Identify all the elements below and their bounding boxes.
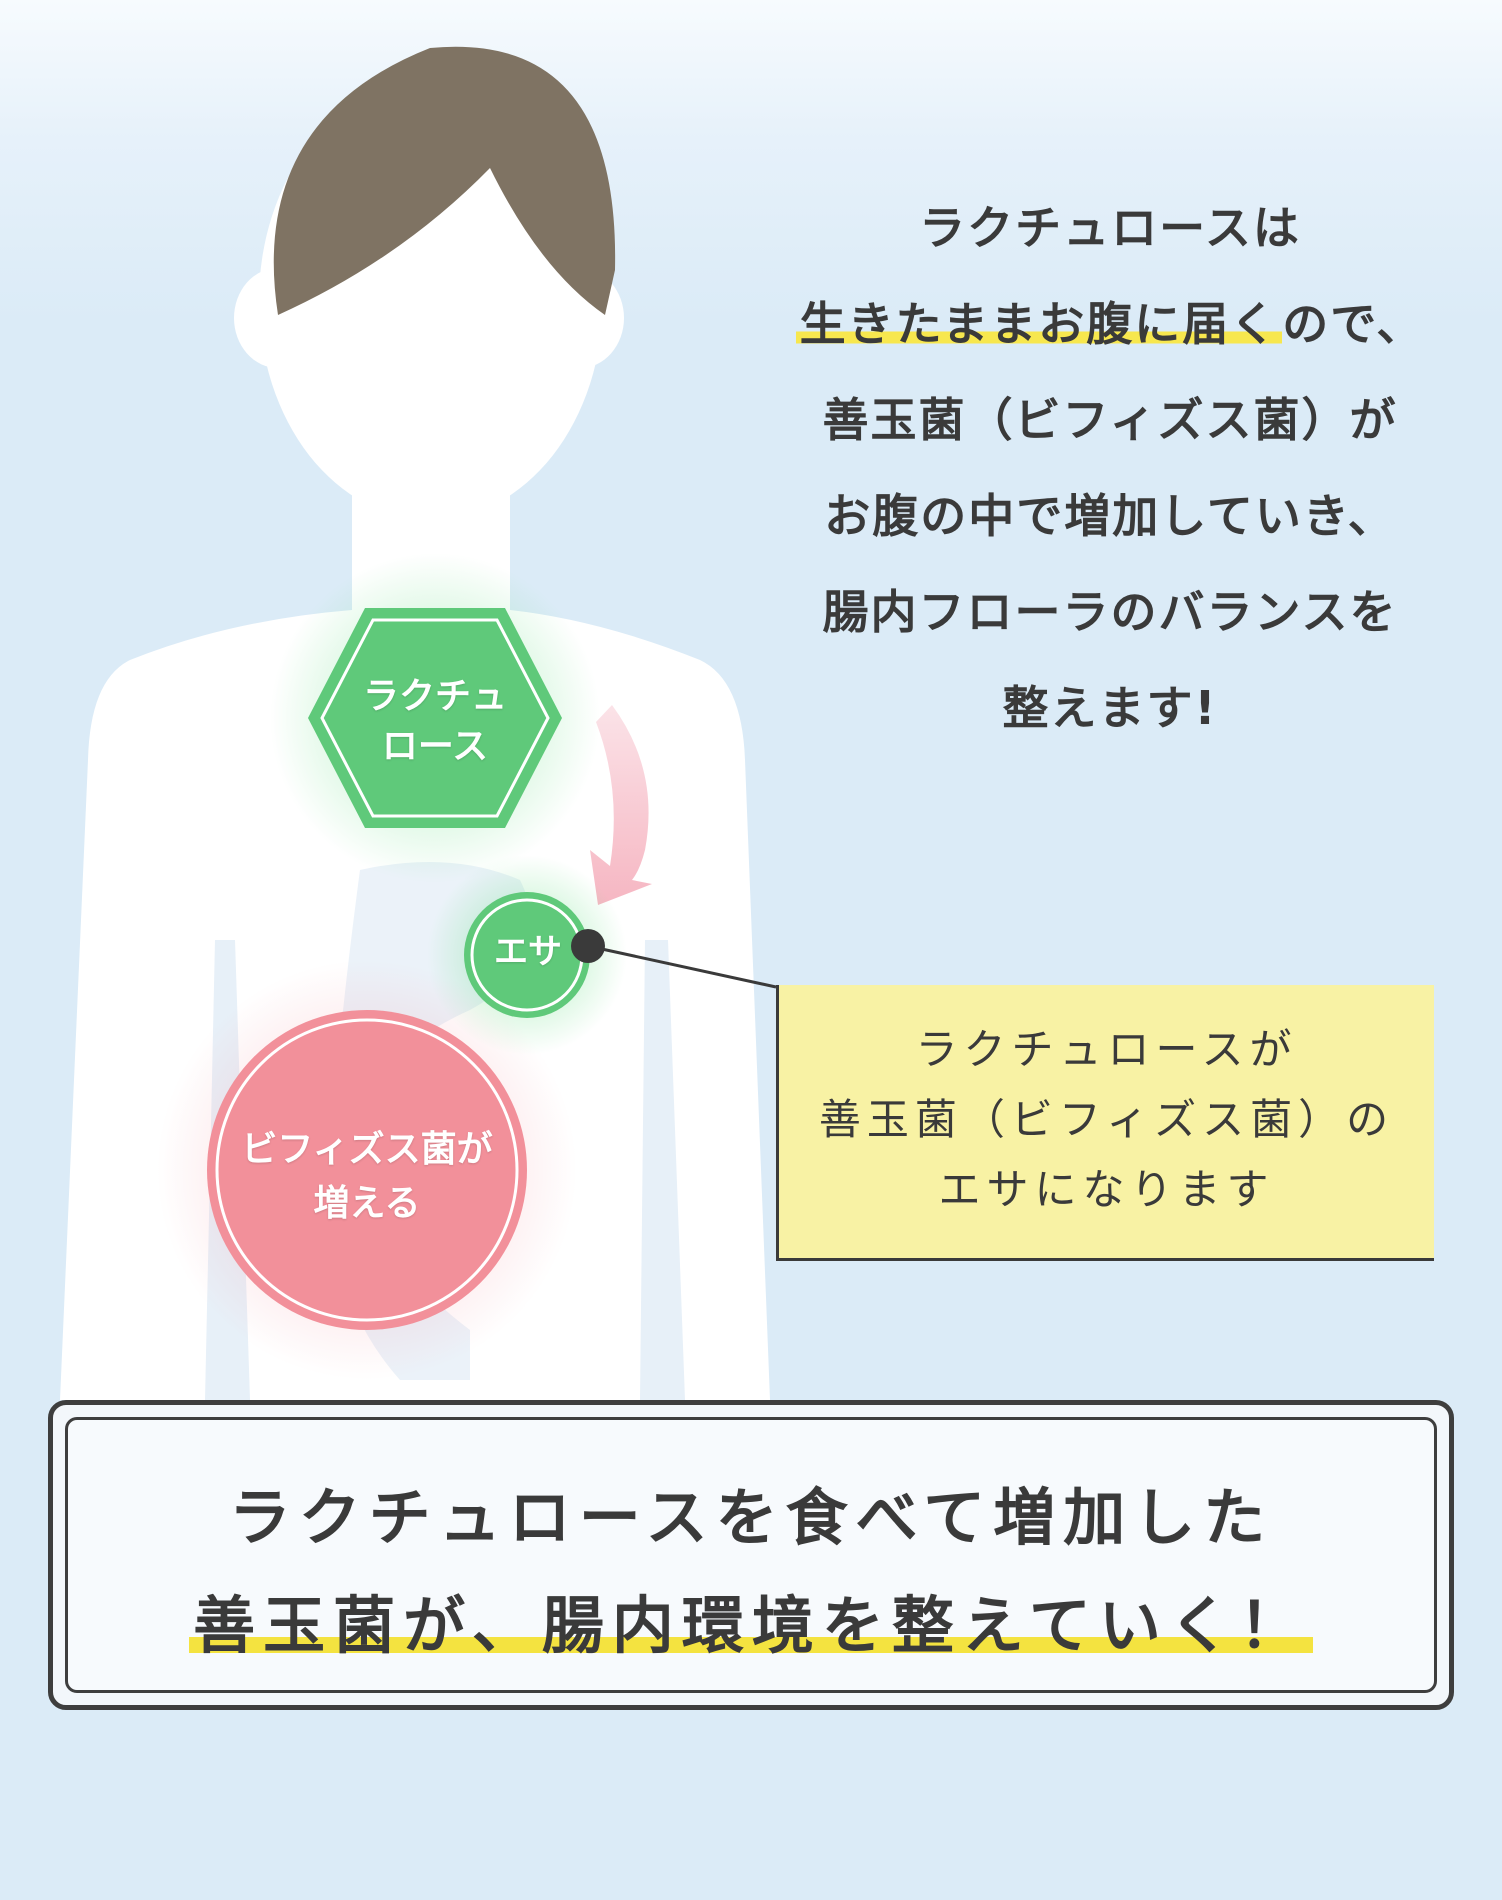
headline-highlight: 生きたままお腹に届く <box>795 297 1283 351</box>
headline-line-3: 善玉菌（ビフィズス菌）が <box>822 393 1398 447</box>
lactulose-label-line-2: ロース <box>381 726 489 767</box>
bifido-label-line-1: ビフィズス菌が <box>241 1129 493 1170</box>
lactulose-label: ラクチュ ロース <box>330 672 540 772</box>
curved-arrow-icon <box>590 705 652 905</box>
headline-line-1: ラクチュロースは <box>919 201 1301 255</box>
headline-line-5: 腸内フローラのバランスを <box>822 585 1398 639</box>
summary-line-2: 善玉菌が、腸内環境を整えていく！ <box>189 1589 1313 1662</box>
lactulose-label-line-1: ラクチュ <box>362 676 507 717</box>
callout-text: ラクチュロースが 善玉菌（ビフィズス菌）の エサになります <box>779 1015 1434 1225</box>
summary-text: ラクチュロースを食べて増加した 善玉菌が、腸内環境を整えていく！ <box>68 1464 1434 1680</box>
summary-line-2-wrap: 善玉菌が、腸内環境を整えていく！ <box>68 1572 1434 1680</box>
headline-line-2-rest: ので、 <box>1282 297 1425 351</box>
summary-inner-frame: ラクチュロースを食べて増加した 善玉菌が、腸内環境を整えていく！ <box>65 1417 1437 1693</box>
callout-line-3: エサになります <box>938 1165 1275 1214</box>
callout-box: ラクチュロースが 善玉菌（ビフィズス菌）の エサになります <box>776 985 1434 1261</box>
headline: ラクチュロースは 生きたままお腹に届くので、 善玉菌（ビフィズス菌）が お腹の中… <box>740 180 1480 756</box>
headline-line-2: 生きたままお腹に届くので、 <box>740 276 1480 372</box>
headline-line-6: 整えます! <box>1002 681 1218 735</box>
connector-line <box>571 929 777 989</box>
hair <box>273 46 616 315</box>
callout-line-2: 善玉菌（ビフィズス菌）の <box>818 1095 1395 1144</box>
summary-line-1: ラクチュロースを食べて増加した <box>228 1481 1274 1554</box>
summary-box: ラクチュロースを食べて増加した 善玉菌が、腸内環境を整えていく！ <box>48 1400 1454 1710</box>
callout-line-1: ラクチュロースが <box>915 1025 1298 1074</box>
headline-line-4: お腹の中で増加していき、 <box>824 489 1396 543</box>
bifido-label-line-2: 増える <box>313 1183 421 1224</box>
lactulose-hexagon <box>270 553 600 883</box>
bifido-circle <box>157 960 577 1380</box>
bifido-label: ビフィズス菌が 増える <box>222 1123 512 1231</box>
esa-label: エサ <box>494 932 562 972</box>
